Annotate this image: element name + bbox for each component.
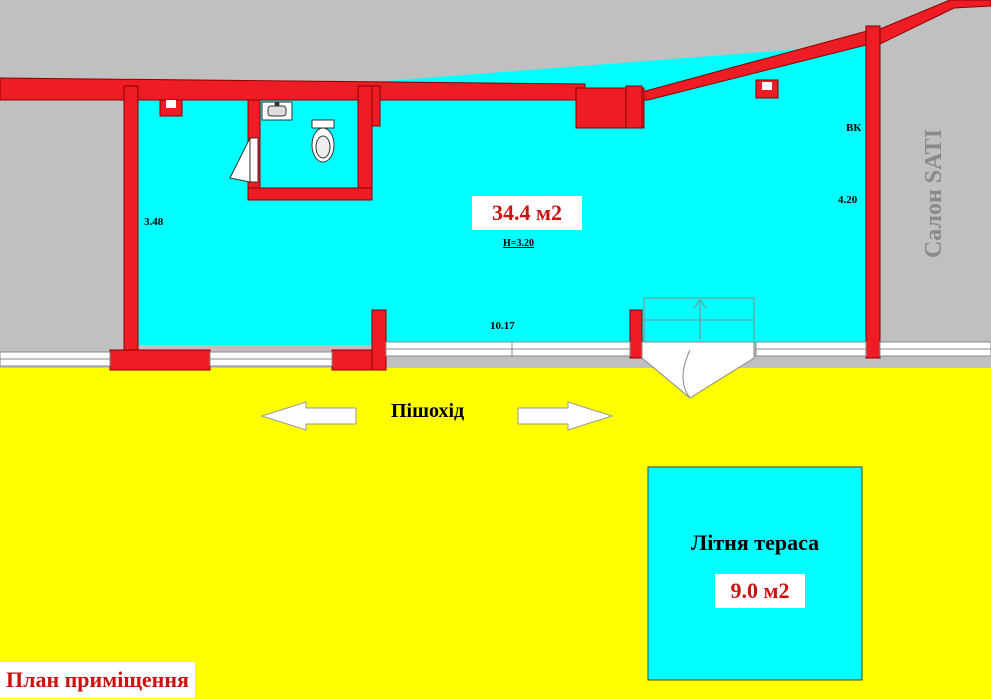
entrance-stairs xyxy=(643,297,755,343)
arrow-right-icon xyxy=(517,401,614,431)
room-area-label: 34.4 м2 xyxy=(472,196,582,230)
dim-right-label: 4.20 xyxy=(838,194,858,206)
duct-1-inner xyxy=(166,100,176,108)
entrance-door xyxy=(641,341,755,399)
pillar-top-2 xyxy=(625,85,643,129)
door-post xyxy=(629,309,643,359)
dim-front-label: 10.17 xyxy=(490,320,515,332)
front-windows xyxy=(0,341,991,367)
bath-wall-bottom xyxy=(247,187,373,201)
walkway-label: Пішохід xyxy=(391,400,465,422)
ceiling-height-label: H=3.20 xyxy=(503,238,534,249)
sink-icon xyxy=(261,101,293,121)
dim-left-label: 3.48 xyxy=(144,216,164,228)
left-wall xyxy=(123,85,139,355)
neighbor-label: Салон SATI xyxy=(905,118,965,268)
walls xyxy=(0,0,991,371)
diagonal-outer-wall xyxy=(867,0,991,45)
front-wall-left xyxy=(109,349,211,371)
plan-title: План приміщення xyxy=(0,662,195,698)
bathroom-door xyxy=(229,137,259,183)
vk-label: ВК xyxy=(846,122,862,134)
terrace-title: Літня тераса xyxy=(690,530,820,555)
arrow-left-icon xyxy=(260,401,357,431)
bath-wall-stub xyxy=(371,85,381,127)
toilet-icon xyxy=(311,119,335,163)
right-wall xyxy=(865,25,881,359)
terrace-area-label: 9.0 м2 xyxy=(715,574,805,608)
terrace-area xyxy=(647,466,863,681)
front-post xyxy=(371,309,387,371)
room-floor xyxy=(138,44,868,345)
bath-wall-right xyxy=(357,85,373,199)
neighbor-label-text: Салон SATI xyxy=(921,128,948,258)
duct-2-inner xyxy=(762,82,772,90)
